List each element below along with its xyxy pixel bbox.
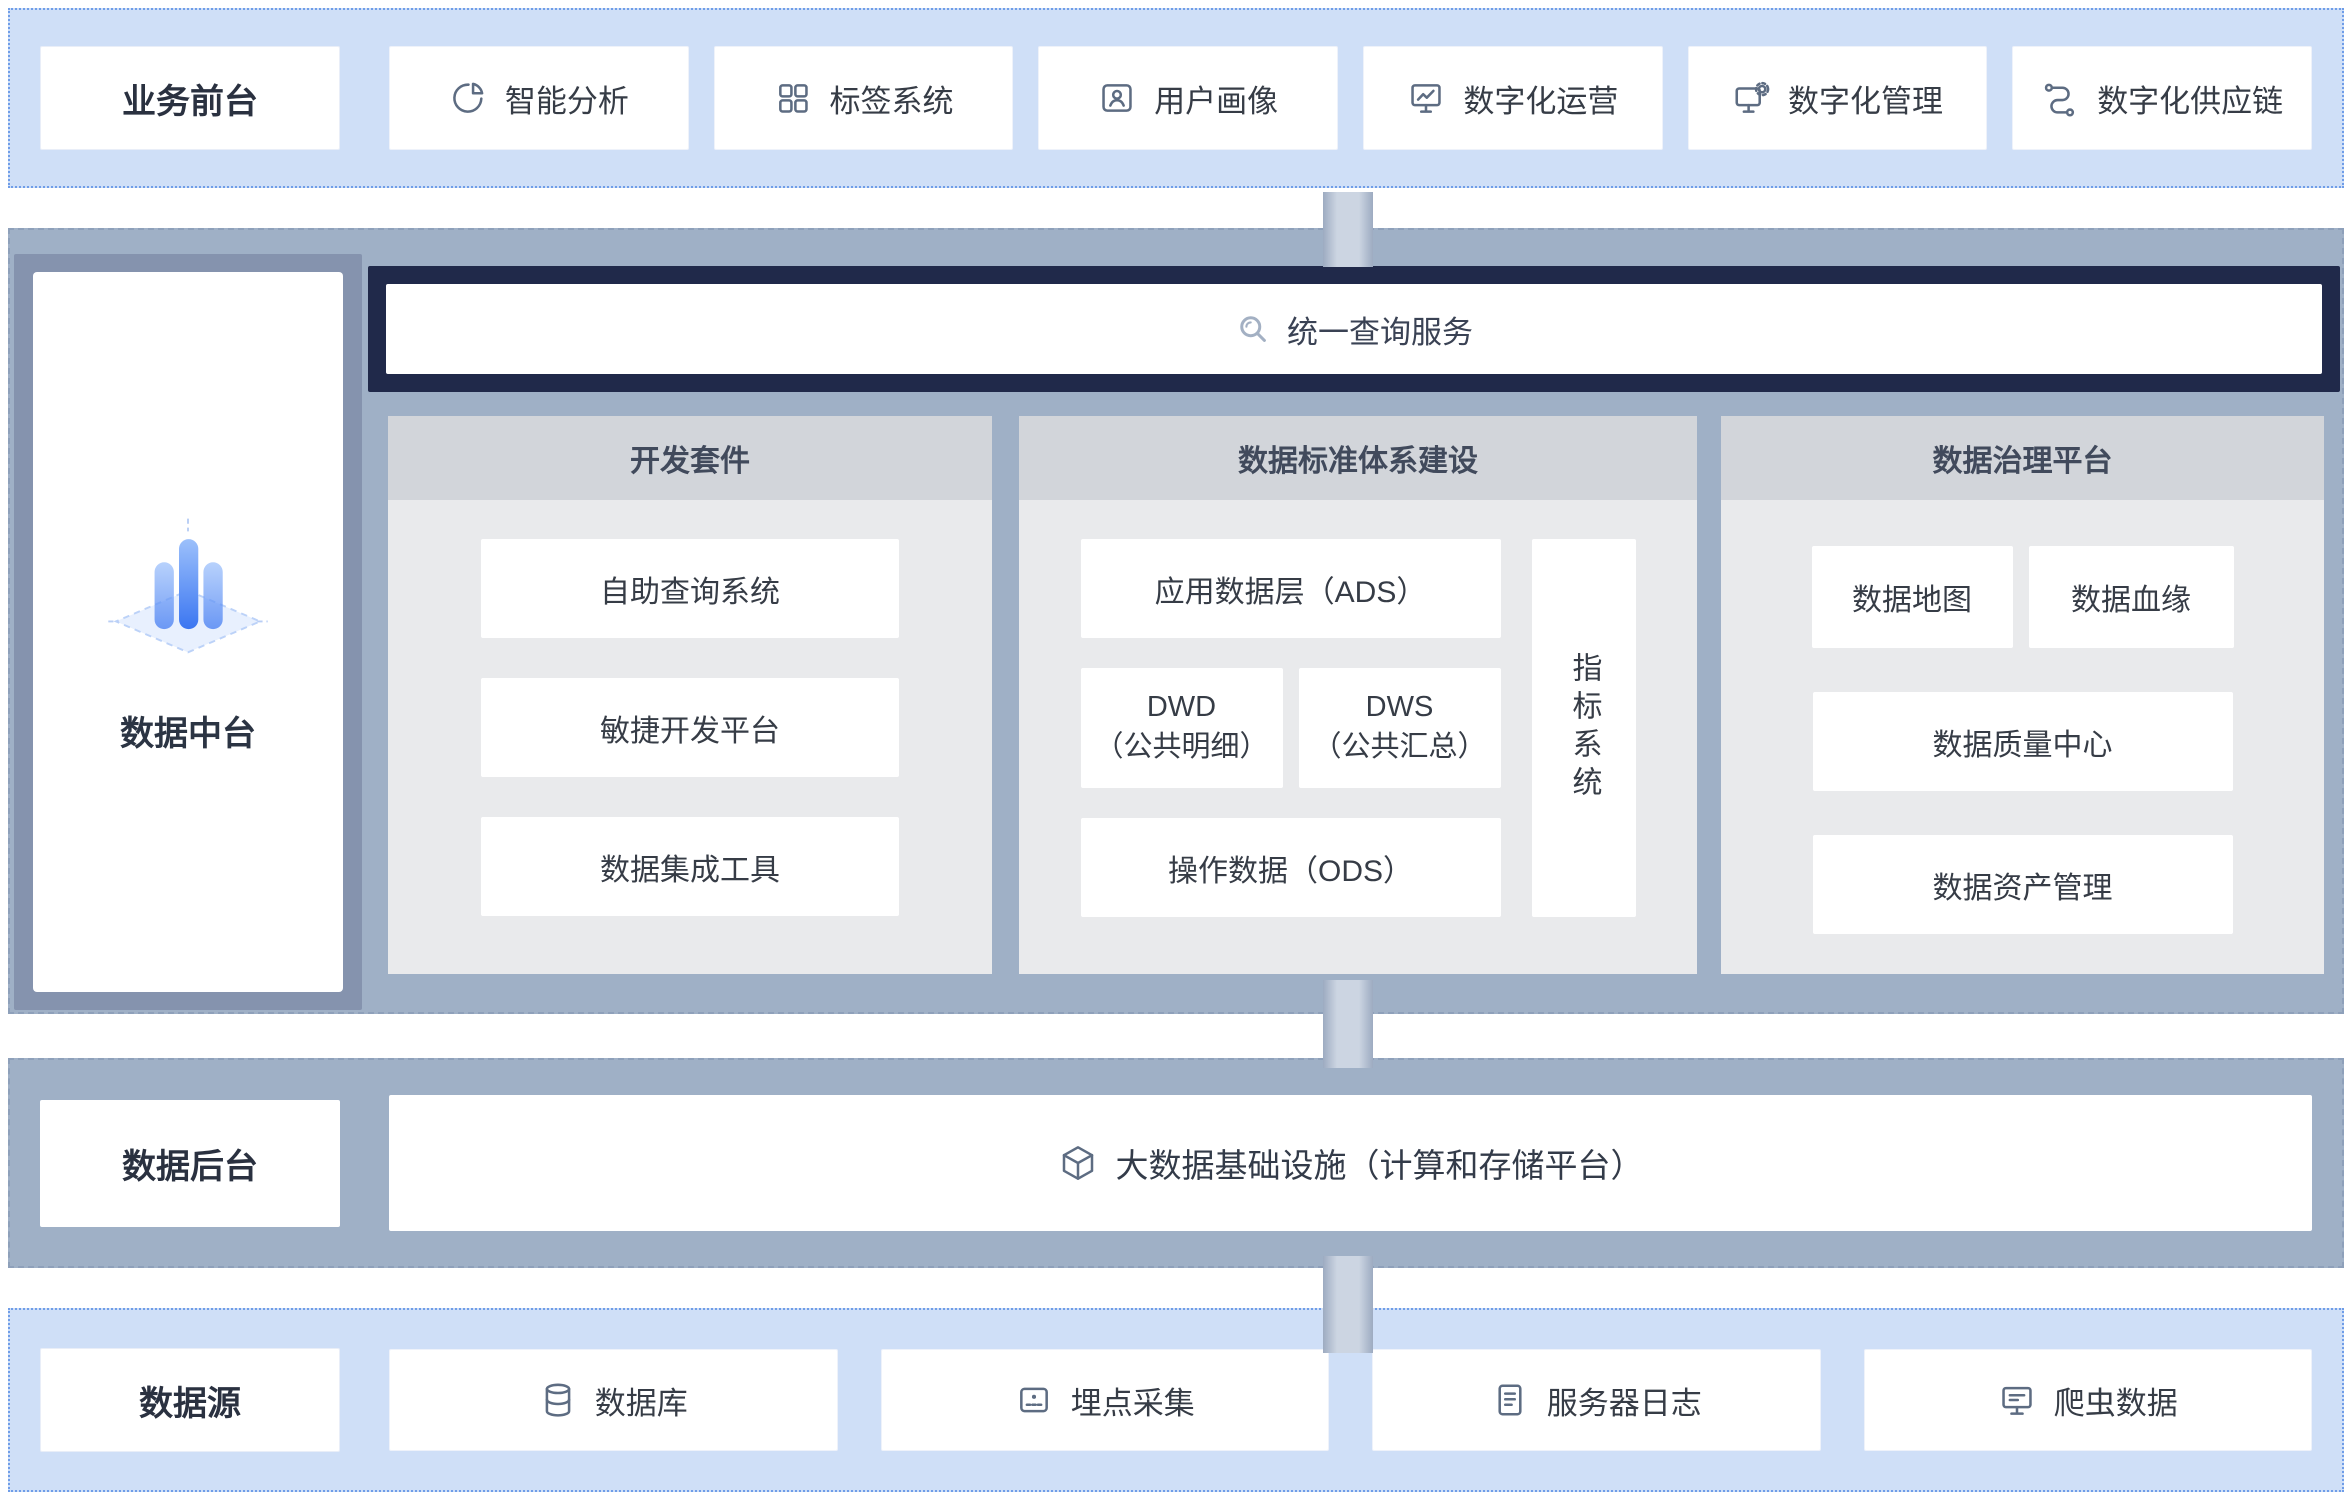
data-platform-icon xyxy=(98,510,278,666)
map-lineage-row: 数据地图 数据血缘 xyxy=(1811,546,2234,648)
data-source-band: 数据源 数据库 xyxy=(8,1308,2344,1492)
item-label: 用户画像 xyxy=(1154,83,1279,119)
card-dwd: DWD （公共明细） xyxy=(1080,668,1283,788)
dws-title: DWS xyxy=(1365,691,1434,724)
business-frontend-band: 业务前台 智能分析 xyxy=(8,8,2344,188)
card-data-lineage: 数据血缘 xyxy=(2028,546,2234,648)
crawler-icon xyxy=(1998,1381,2036,1419)
item-label: 爬虫数据 xyxy=(2053,1385,2178,1421)
item-tracking-collection: 埋点采集 xyxy=(880,1349,1329,1451)
card-dws: DWS （公共汇总） xyxy=(1298,668,1501,788)
source-items: 数据库 埋点采集 服务 xyxy=(389,1349,2312,1451)
column-dev-suite-body: 自助查询系统 敏捷开发平台 数据集成工具 xyxy=(388,500,992,974)
card-ads: 应用数据层（ADS） xyxy=(1080,539,1501,638)
column-data-standard-title: 数据标准体系建设 xyxy=(1019,416,1697,500)
dwd-title: DWD xyxy=(1146,691,1217,724)
card-indicator-system: 指标系统 xyxy=(1531,539,1636,917)
query-service-label: 统一查询服务 xyxy=(1287,314,1473,350)
grid-icon xyxy=(774,79,812,117)
column-data-standard: 数据标准体系建设 应用数据层（ADS） DWD （公共明细） DWS （公共汇总… xyxy=(1019,416,1697,974)
card-data-quality: 数据质量中心 xyxy=(1812,692,2233,791)
connector-middle xyxy=(1323,980,1373,1068)
cube-icon xyxy=(1058,1143,1098,1183)
dwd-sub: （公共明细） xyxy=(1094,731,1269,763)
id-card-icon xyxy=(1098,79,1136,117)
data-middle-label: 数据中台 xyxy=(120,714,256,753)
item-user-profile: 用户画像 xyxy=(1038,46,1339,150)
connector-bottom xyxy=(1323,1256,1373,1353)
data-backend-label: 数据后台 xyxy=(40,1099,340,1227)
item-digital-management: 数字化管理 xyxy=(1687,46,1988,150)
dwd-dws-row: DWD （公共明细） DWS （公共汇总） xyxy=(1080,668,1501,788)
card-data-asset: 数据资产管理 xyxy=(1812,835,2233,934)
card-self-query: 自助查询系统 xyxy=(481,539,899,638)
card-ods: 操作数据（ODS） xyxy=(1080,818,1501,917)
monitor-chart-icon xyxy=(1407,79,1445,117)
dws-sub: （公共汇总） xyxy=(1312,731,1487,763)
business-frontend-label: 业务前台 xyxy=(40,46,340,150)
item-digital-operation: 数字化运营 xyxy=(1363,46,1663,150)
data-layer-stack: 应用数据层（ADS） DWD （公共明细） DWS （公共汇总） 操作数据（OD… xyxy=(1080,539,1501,974)
query-service-bar: 统一查询服务 xyxy=(368,266,2340,392)
monitor-gear-icon xyxy=(1732,79,1770,117)
item-label: 数字化供应链 xyxy=(2097,83,2284,119)
tracking-icon xyxy=(1015,1381,1053,1419)
data-middle-band: 数据中台 统一查询服务 开发套件 自助查询系统 敏捷开发平台 xyxy=(8,228,2344,1014)
card-data-integration: 数据集成工具 xyxy=(481,817,899,916)
frontend-items: 智能分析 标签系统 xyxy=(389,46,2313,150)
item-label: 智能分析 xyxy=(504,83,629,119)
infrastructure-bar: 大数据基础设施（计算和存储平台） xyxy=(389,1095,2312,1231)
item-digital-supply-chain: 数字化供应链 xyxy=(2012,46,2313,150)
item-crawler-data: 爬虫数据 xyxy=(1863,1349,2312,1451)
item-tag-system: 标签系统 xyxy=(713,46,1014,150)
column-data-standard-body: 应用数据层（ADS） DWD （公共明细） DWS （公共汇总） 操作数据（OD… xyxy=(1019,500,1697,974)
data-middle-label-frame: 数据中台 xyxy=(14,254,362,1010)
item-label: 数据库 xyxy=(594,1385,688,1421)
item-database: 数据库 xyxy=(389,1349,838,1451)
document-icon xyxy=(1491,1381,1529,1419)
database-icon xyxy=(539,1381,577,1419)
data-backend-band: 数据后台 大数据基础设施（计算和存储平台） xyxy=(8,1058,2344,1268)
pie-chart-icon xyxy=(449,79,487,117)
item-label: 标签系统 xyxy=(829,83,954,119)
card-agile-dev: 敏捷开发平台 xyxy=(481,678,899,777)
column-dev-suite: 开发套件 自助查询系统 敏捷开发平台 数据集成工具 xyxy=(388,416,992,974)
item-smart-analysis: 智能分析 xyxy=(389,46,689,150)
data-middle-label-card: 数据中台 xyxy=(33,272,343,992)
column-dev-suite-title: 开发套件 xyxy=(388,416,992,500)
item-server-log: 服务器日志 xyxy=(1372,1349,1821,1451)
item-label: 服务器日志 xyxy=(1546,1385,1702,1421)
column-data-governance-body: 数据地图 数据血缘 数据质量中心 数据资产管理 xyxy=(1721,500,2324,974)
query-service-card: 统一查询服务 xyxy=(386,284,2322,374)
search-icon xyxy=(1235,311,1271,347)
card-data-map: 数据地图 xyxy=(1811,546,2013,648)
column-data-governance: 数据治理平台 数据地图 数据血缘 数据质量中心 数据资产管理 xyxy=(1721,416,2324,974)
link-chain-icon xyxy=(2041,79,2079,117)
data-source-label: 数据源 xyxy=(40,1348,340,1452)
column-data-governance-title: 数据治理平台 xyxy=(1721,416,2324,500)
item-label: 埋点采集 xyxy=(1070,1385,1195,1421)
item-label: 数字化运营 xyxy=(1463,83,1619,119)
infrastructure-label: 大数据基础设施（计算和存储平台） xyxy=(1115,1147,1644,1184)
connector-top xyxy=(1323,192,1373,267)
item-label: 数字化管理 xyxy=(1788,83,1944,119)
